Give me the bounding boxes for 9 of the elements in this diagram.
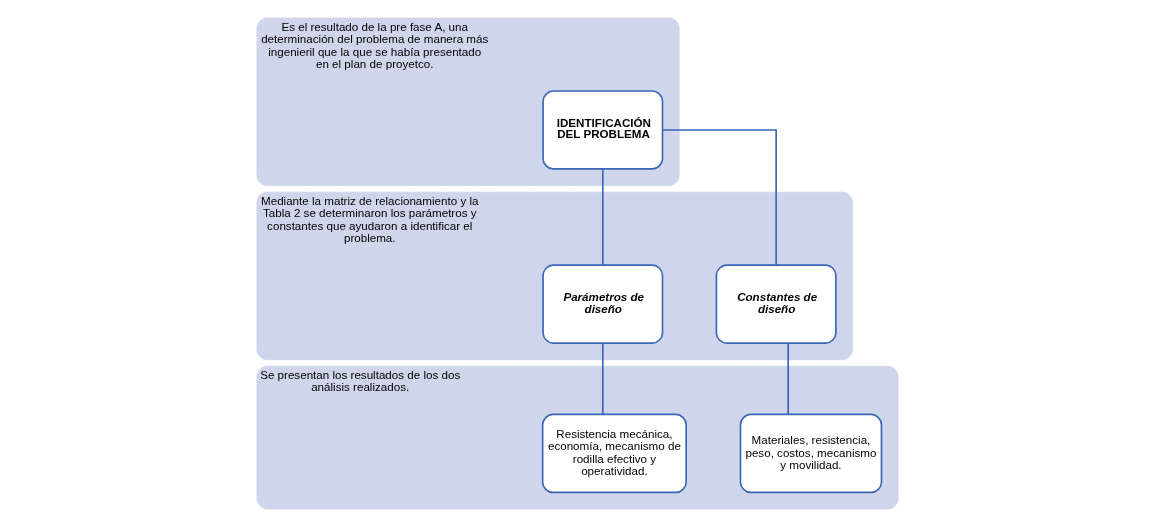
node-box: Materiales, resistencia, peso, costos, mecanismo y movilidad. — [739, 413, 883, 494]
node-box: IDENTIFICACIÓN DEL PROBLEMA — [542, 90, 664, 170]
connector — [661, 129, 777, 266]
connector — [601, 342, 604, 416]
node-box: Resistencia mecánica, economía, mecanismo de rodilla efectivo y operatividad. — [541, 413, 687, 494]
connector — [787, 342, 789, 416]
node-box: Parámetros de diseño — [542, 264, 664, 344]
connector — [601, 168, 604, 266]
node-box: Constantes de diseño — [715, 264, 837, 344]
